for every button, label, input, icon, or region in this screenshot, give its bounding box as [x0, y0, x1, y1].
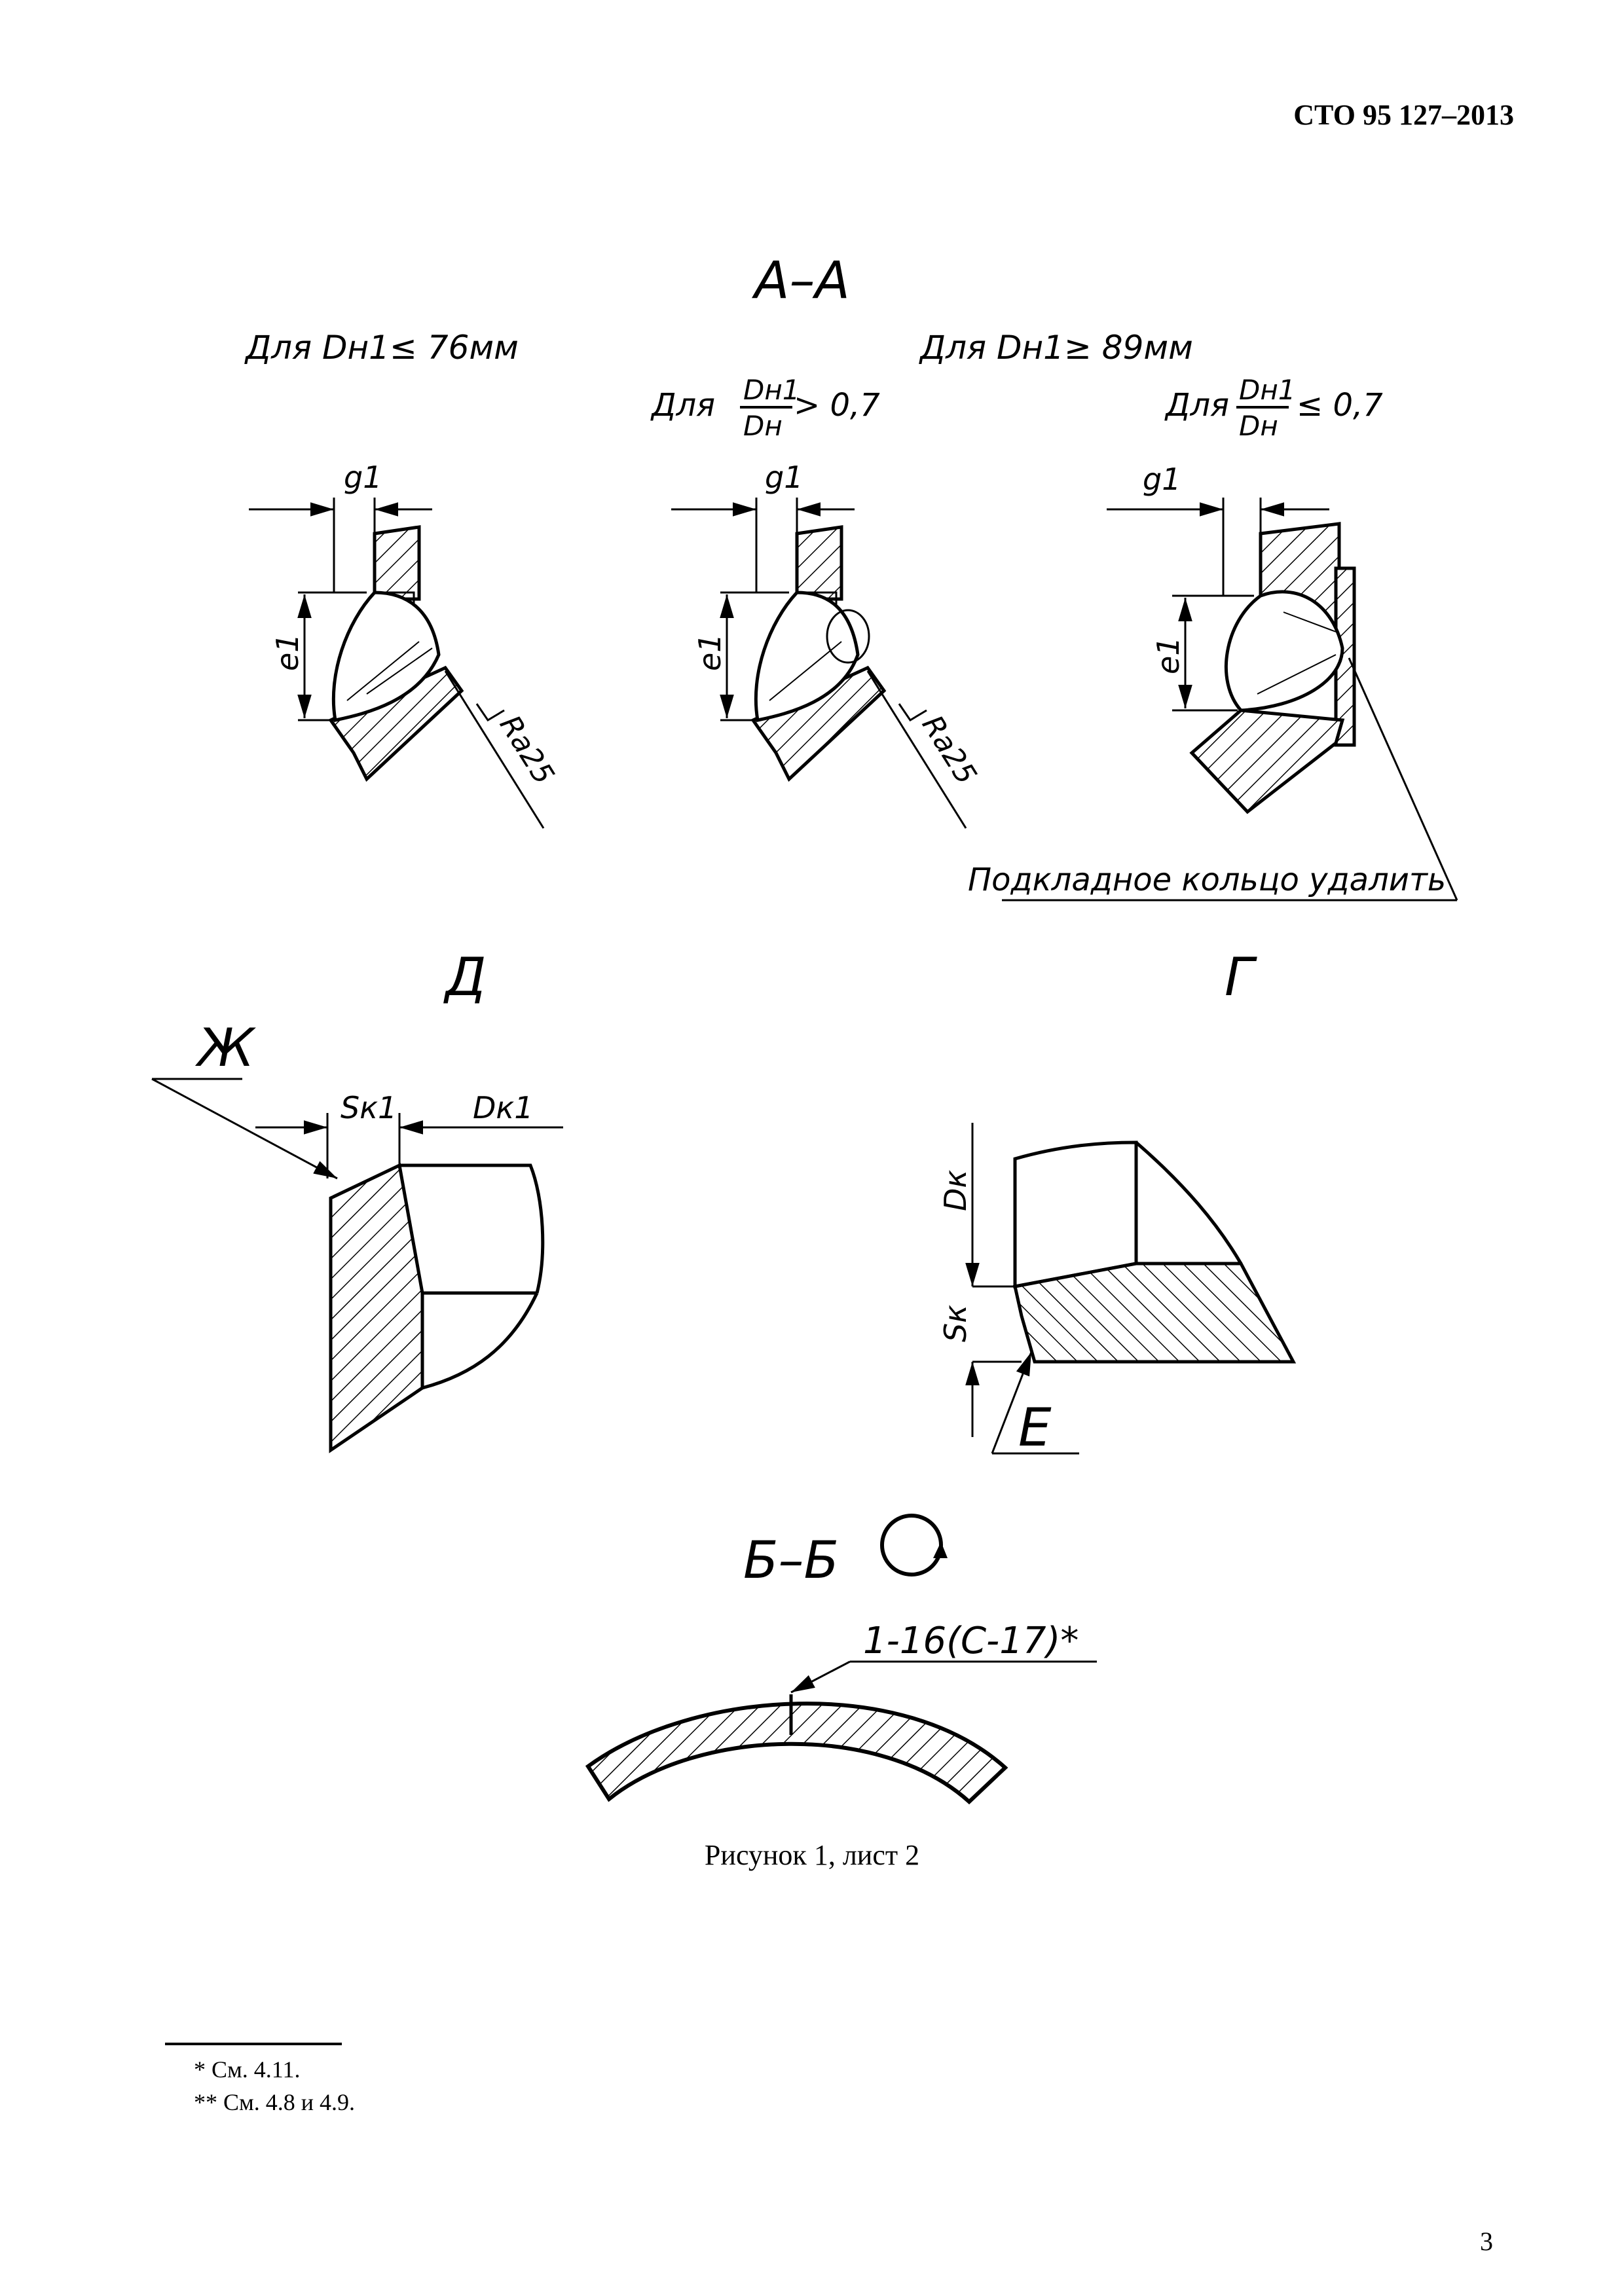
- rotated-view-icon: [880, 1514, 943, 1576]
- svg-text:Dн1: Dн1: [1239, 374, 1296, 406]
- svg-text:g1: g1: [344, 460, 382, 495]
- weld-detail-small: g1 e1 Ra25: [249, 460, 561, 829]
- weld-detail-ratio-gt: g1 e1 Ra25: [671, 460, 983, 829]
- svg-text:Sк1: Sк1: [341, 1090, 397, 1125]
- footnote-separator: [165, 2043, 342, 2045]
- svg-text:≤ 0,7: ≤ 0,7: [1297, 387, 1383, 424]
- condition-ratio-le: Для Dн1 Dн ≤ 0,7: [1164, 374, 1383, 442]
- svg-text:Ra25: Ra25: [493, 710, 561, 790]
- footnote-2: ** См. 4.8 и 4.9.: [194, 2089, 356, 2115]
- weld-callout: 1-16(С-17)*: [863, 1620, 1079, 1662]
- svg-text:e1: e1: [270, 633, 305, 671]
- svg-text:> 0,7: > 0,7: [794, 387, 880, 424]
- view-g-title: Г: [1225, 947, 1257, 1008]
- condition-ratio-gt: Для Dн1 Dн > 0,7: [650, 374, 880, 442]
- remove-ring-note: Подкладное кольцо удалить: [968, 862, 1446, 898]
- standard-code: СТО 95 127–2013: [1293, 99, 1514, 131]
- weld-detail-ratio-le: g1 e1 Подкладное кольцо удалить: [968, 462, 1458, 902]
- footnote-1: * См. 4.11.: [194, 2056, 301, 2083]
- label-small-diameter: Для Dн1≤ 76мм: [244, 329, 519, 367]
- svg-text:Dн1: Dн1: [743, 374, 800, 406]
- section-bb: Б–Б 1-16(С-17)*: [585, 1514, 1097, 1805]
- view-d: Д Ж Sк1 Dк1: [151, 947, 563, 1453]
- view-d-title: Д: [443, 947, 487, 1008]
- section-aa-title: А–А: [751, 251, 850, 310]
- svg-text:e1: e1: [1151, 636, 1186, 674]
- view-g: Г Dк Sк Е: [938, 947, 1297, 1458]
- svg-text:Sк: Sк: [938, 1305, 973, 1342]
- mark-zh: Ж: [194, 1017, 256, 1078]
- svg-text:g1: g1: [765, 460, 803, 495]
- label-large-diameter: Для Dн1≥ 89мм: [919, 329, 1193, 367]
- page-number: 3: [1480, 2227, 1493, 2256]
- svg-text:e1: e1: [692, 633, 728, 671]
- svg-text:Dн: Dн: [743, 410, 783, 442]
- svg-text:Для: Для: [650, 387, 715, 424]
- svg-text:Для: Для: [1164, 387, 1229, 424]
- mark-e: Е: [1018, 1397, 1052, 1458]
- svg-text:Dн: Dн: [1239, 410, 1278, 442]
- section-bb-title: Б–Б: [743, 1531, 839, 1590]
- figure-caption: Рисунок 1, лист 2: [704, 1839, 920, 1871]
- svg-text:Dк1: Dк1: [473, 1090, 533, 1125]
- svg-text:g1: g1: [1143, 462, 1181, 497]
- svg-text:Ra25: Ra25: [915, 710, 983, 790]
- svg-text:Dк: Dк: [938, 1170, 973, 1211]
